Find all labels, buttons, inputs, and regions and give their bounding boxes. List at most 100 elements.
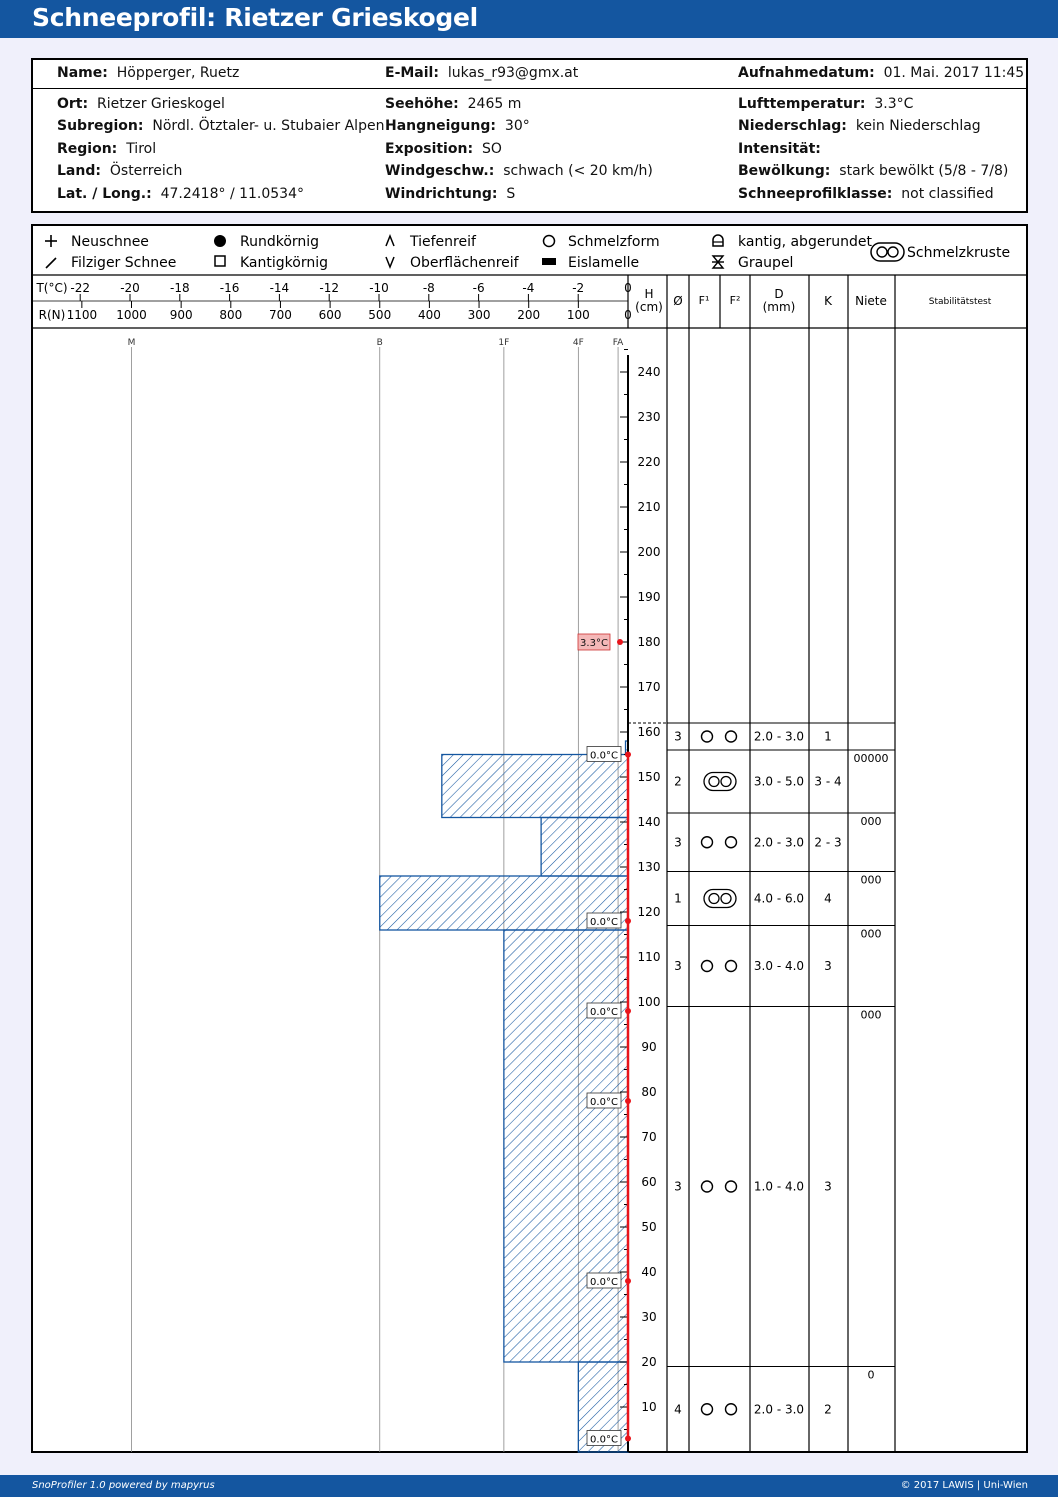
schmelzform-icon: [724, 836, 738, 849]
date-label: Aufnahmedatum:: [738, 65, 875, 81]
ram-resistance-block: [441, 753, 629, 819]
temp-tick-label: -2: [572, 281, 584, 295]
info-box: Name: Höpperger, Ruetz E-Mail: lukas_r93…: [31, 58, 1028, 213]
layer-grain-size: 4.0 - 6.0: [754, 892, 804, 906]
r-tick-label: 300: [468, 308, 491, 322]
legend-oberflaechenreif: Oberflächenreif: [410, 255, 520, 271]
r-tick-label: 800: [219, 308, 242, 322]
height-tick-label: 170: [638, 680, 661, 694]
kantig-abgerundet-icon: [712, 234, 724, 247]
filziger-icon: [45, 257, 57, 269]
snow-temperature-point: [625, 1278, 631, 1284]
windr-value: S: [506, 186, 516, 202]
land-value: Österreich: [109, 163, 183, 179]
layer-diameter: 3: [674, 730, 682, 744]
wind-label: Windgeschw.:: [385, 163, 495, 179]
email-value: lukas_r93@gmx.at: [447, 65, 579, 81]
snow-temperature-label: 0.0°C: [590, 1435, 618, 1446]
f1-header: F¹: [699, 294, 710, 307]
h-label: H: [644, 287, 653, 301]
kantigkoernig-icon: [214, 255, 226, 267]
legend-schmelzform: Schmelzform: [568, 234, 660, 250]
schmelzkruste-icon: [720, 775, 732, 788]
legend-neuschnee: Neuschnee: [71, 234, 149, 250]
latlong-value: 47.2418° / 11.0534°: [160, 186, 304, 202]
snow-temperature-badge: [586, 1430, 622, 1446]
legend-filziger: Filziger Schnee: [71, 255, 176, 271]
hardness-label: FA: [613, 338, 624, 348]
height-tick-label: 210: [638, 500, 661, 514]
name-label: Name:: [57, 65, 108, 81]
height-tick-label: 60: [641, 1175, 656, 1189]
schmelzform-icon: [724, 730, 738, 743]
height-tick-label: 190: [638, 590, 661, 604]
air-temperature-point: [617, 639, 623, 645]
layer-hardness: 4: [824, 892, 832, 906]
temp-tick-label: -14: [270, 281, 290, 295]
schmelzform-icon: [700, 1180, 714, 1193]
email-label: E-Mail:: [385, 65, 439, 81]
temp-tick-label: 0: [624, 281, 632, 295]
schmelzkruste-icon: [708, 775, 720, 788]
r-tick-label: 100: [567, 308, 590, 322]
snow-temperature-badge: [586, 1002, 622, 1019]
r-tick-label: 500: [368, 308, 391, 322]
schmelzform-icon: [700, 959, 714, 973]
bew-value: stark bewölkt (5/8 - 7/8): [839, 163, 1009, 179]
expo-value: SO: [481, 141, 502, 157]
height-tick-label: 180: [638, 635, 661, 649]
schmelzkruste-icon: [720, 892, 732, 905]
layer-grain-size: 2.0 - 3.0: [754, 835, 804, 849]
diameter-header: Ø: [673, 294, 682, 308]
temp-tick-label: -6: [473, 281, 485, 295]
legend-graupel: Graupel: [738, 255, 793, 271]
temp-tick-label: -16: [220, 281, 240, 295]
title-bar: Schneeprofil: Rietzer Grieskogel: [0, 0, 1058, 38]
r-tick-label: 0: [624, 308, 632, 322]
snow-temperature-badge: [586, 746, 622, 762]
snow-temperature-point: [625, 1098, 631, 1104]
height-tick-label: 40: [641, 1265, 656, 1279]
footer-right: © 2017 LAWIS | Uni-Wien: [900, 1480, 1028, 1491]
temp-tick-label: -18: [170, 281, 190, 295]
tiefenreif-icon: [385, 233, 395, 247]
r-tick-label: 1100: [67, 308, 98, 322]
layer-grain-size: 3.0 - 5.0: [754, 775, 804, 789]
height-tick-label: 50: [641, 1220, 656, 1234]
legend-rundkoernig: Rundkörnig: [240, 234, 319, 250]
column-grid: [32, 274, 1027, 1452]
seehoehe-value: 2465 m: [467, 96, 522, 112]
hardness-label: 1F: [498, 338, 509, 348]
ram-resistance-block: [503, 929, 629, 1363]
layer-niete: 00000: [854, 752, 889, 765]
r-tick-label: 200: [517, 308, 540, 322]
neuschnee-icon: [45, 235, 57, 247]
footer-bar: SnoProfiler 1.0 powered by mapyrus © 201…: [0, 1475, 1058, 1497]
schmelzform-icon: [724, 1180, 738, 1193]
snow-temperature-label: 0.0°C: [590, 1277, 618, 1288]
klasse-value: not classified: [901, 186, 994, 202]
legend: Neuschnee Filziger Schnee Rundkörnig Kan…: [45, 233, 1010, 271]
schmelzkruste-icon: [870, 242, 905, 262]
layer-grain-size: 2.0 - 3.0: [754, 730, 804, 744]
f2-header: F²: [730, 294, 741, 307]
layer-diameter: 3: [674, 959, 682, 973]
r-label: R(N): [39, 308, 66, 322]
snow-temperature-point: [625, 1008, 631, 1014]
legend-schmelzkruste: Schmelzkruste: [907, 245, 1010, 261]
bew-label: Bewölkung:: [738, 163, 831, 179]
windr-label: Windrichtung:: [385, 186, 498, 202]
layer-niete: 000: [861, 874, 882, 887]
h-unit: (cm): [635, 300, 663, 314]
schmelzform-icon: [700, 836, 714, 849]
layer-hardness: 3: [824, 959, 832, 973]
height-tick-label: 30: [641, 1310, 656, 1324]
column-headers: T(°C) R(N) H (cm) Ø F¹ F² D (mm) K Niete…: [35, 281, 991, 322]
layer-grain-size: 2.0 - 3.0: [754, 1402, 804, 1416]
legend-kantig-abgerundet: kantig, abgerundet: [738, 234, 872, 250]
seehoehe-label: Seehöhe:: [385, 96, 459, 112]
r-tick-label: 1000: [116, 308, 147, 322]
nieder-label: Niederschlag:: [738, 118, 847, 134]
name-value: Höpperger, Ruetz: [116, 65, 240, 81]
